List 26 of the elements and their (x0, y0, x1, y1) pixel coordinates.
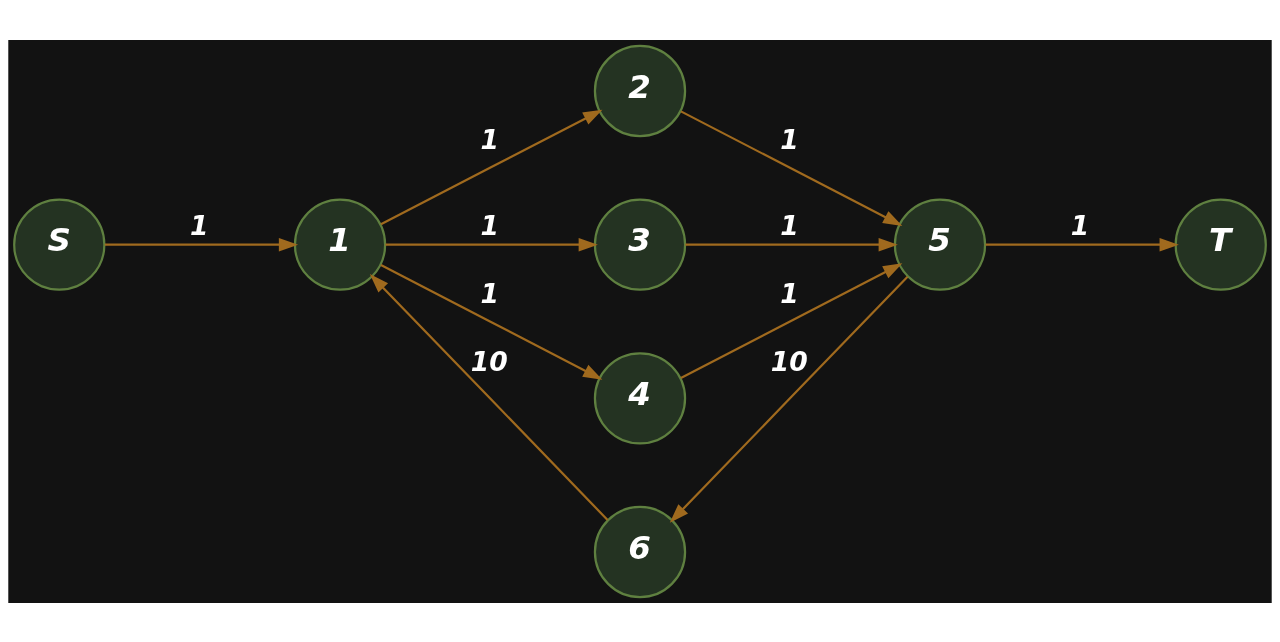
node-circle: S (13, 198, 106, 291)
edge-label: 1 (780, 277, 799, 309)
arrow (104, 237, 299, 251)
arrow (685, 237, 898, 251)
node-circle: 5 (893, 198, 987, 291)
arrow (680, 109, 903, 226)
edge-label: 1 (190, 209, 209, 241)
arrow (385, 237, 598, 251)
arrow (380, 109, 603, 225)
edge-label: 1 (480, 209, 499, 241)
edge-label: 1 (780, 209, 799, 241)
arrow (680, 262, 903, 379)
edge-label: 10 (770, 345, 808, 377)
node-circle: 3 (593, 198, 687, 291)
arrow (669, 275, 909, 523)
node-circle: 4 (593, 351, 687, 445)
edge-label: 10 (470, 345, 508, 377)
node-circle: 2 (593, 44, 687, 137)
node-circle: T (1174, 198, 1267, 291)
edge-label: 1 (480, 123, 499, 155)
arrow (380, 263, 603, 380)
edge-label: 1 (480, 277, 499, 309)
edge-label: 1 (1070, 209, 1090, 241)
arrow (985, 237, 1179, 251)
arrow (369, 273, 609, 521)
edge-label: 1 (780, 123, 799, 155)
